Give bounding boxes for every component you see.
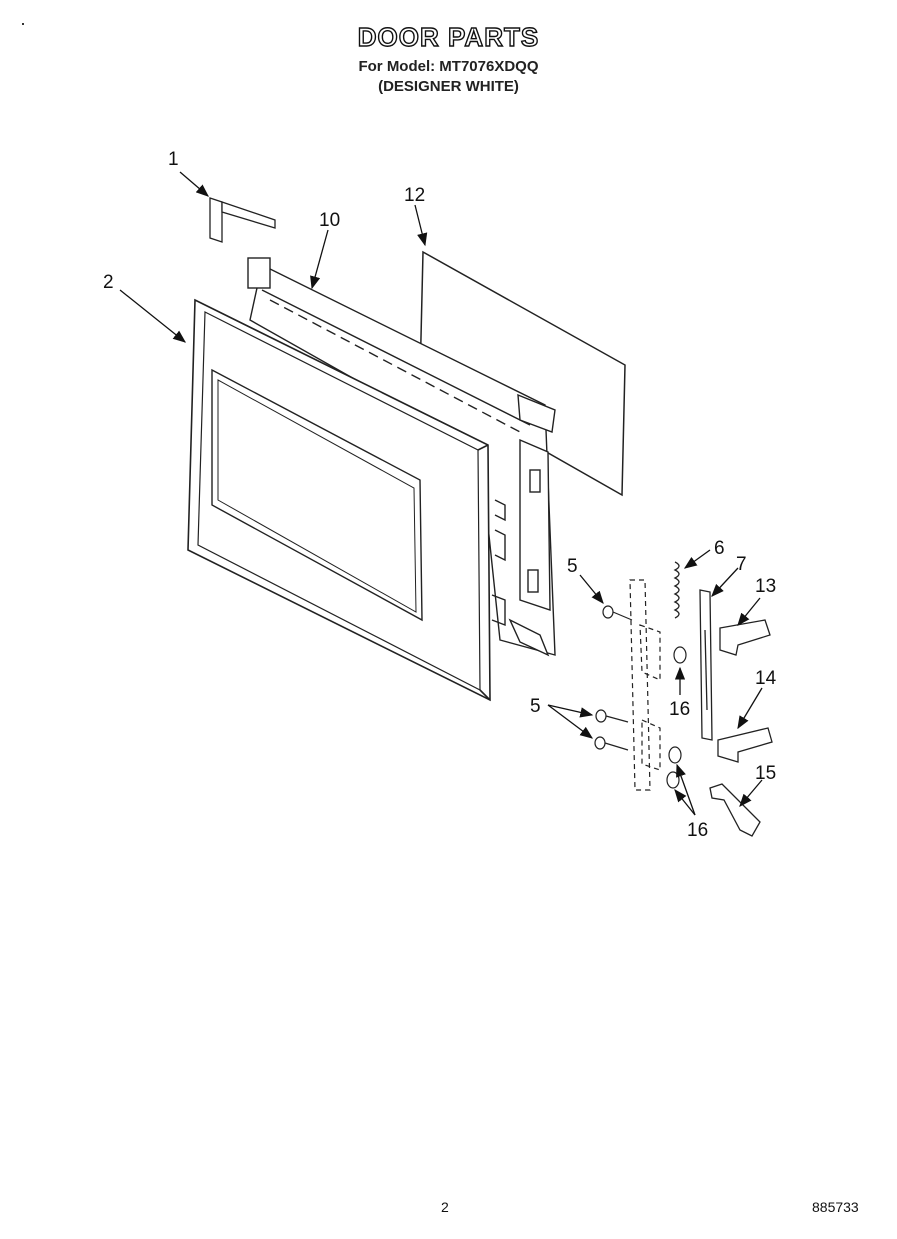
callout-7: 7 <box>736 554 747 575</box>
callout-16-upper: 16 <box>669 699 690 720</box>
callout-14: 14 <box>755 668 777 689</box>
callout-13: 13 <box>755 576 776 597</box>
model-line: For Model: MT7076XDQQ <box>358 58 539 75</box>
callout-10: 10 <box>319 210 340 231</box>
callout-16-lower: 16 <box>687 820 708 841</box>
callout-5-upper: 5 <box>567 556 578 577</box>
callout-5-lower: 5 <box>530 696 541 717</box>
part-7-latch-arm <box>699 589 713 741</box>
part-6-spring <box>673 561 680 619</box>
latch-rail <box>629 579 661 791</box>
callout-15: 15 <box>755 763 776 784</box>
page-number: 2 <box>441 1199 449 1215</box>
part-16-clips <box>666 646 687 789</box>
part-10-inner-frame <box>247 257 556 657</box>
part-15-hook <box>709 783 761 837</box>
part-12-panel <box>419 250 626 497</box>
corner-mark <box>22 23 24 25</box>
variant-line: (DESIGNER WHITE) <box>378 78 519 95</box>
leader-lines <box>119 171 763 816</box>
part-1-bracket <box>209 197 276 243</box>
callout-12: 12 <box>404 185 425 206</box>
callout-2: 2 <box>103 272 114 293</box>
document-number: 885733 <box>812 1199 859 1215</box>
page-title: DOOR PARTS <box>357 21 540 52</box>
callout-6: 6 <box>714 538 725 559</box>
callout-1: 1 <box>168 149 179 170</box>
part-5-screws <box>594 605 633 751</box>
part-2-door <box>187 298 491 702</box>
part-13-latch <box>719 619 771 656</box>
part-14-latch <box>717 727 773 763</box>
